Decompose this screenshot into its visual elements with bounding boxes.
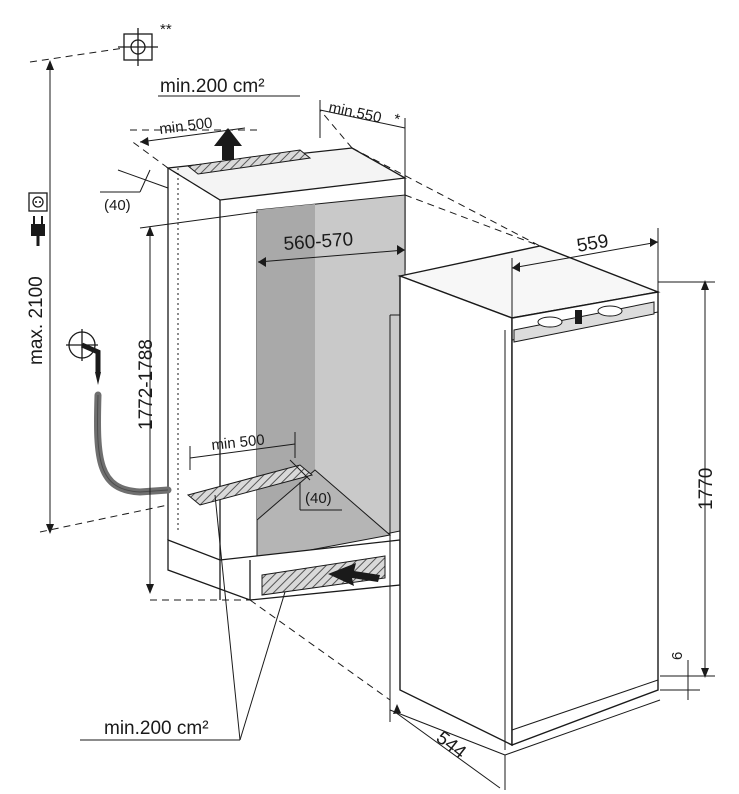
label-appliance-gap: 6 [669,652,686,660]
label-niche-width: 560-570 [283,229,354,255]
label-appliance-width: 559 [575,231,610,257]
label-bottom-offset: (40) [305,490,332,507]
appliance [389,245,661,756]
water-hose [94,391,172,496]
label-appliance-depth: 544 [432,727,470,763]
label-niche-height: 1772-1788 [136,339,157,430]
label-niche-depth: min.550 [327,99,383,127]
arrow-left-icon [328,563,380,586]
arrow-up-icon [214,128,242,160]
label-max-socket-height: max. 2100 [26,276,47,365]
label-top-vent-depth: min.500 [158,115,213,138]
label-appliance-height: 1770 [696,468,717,510]
socket-position-icon [118,28,158,66]
plug-icon [31,216,45,246]
socket-mark: ** [160,21,172,38]
niche-cabinet [166,147,408,601]
top-vent [186,149,312,175]
water-connection-icon [66,329,101,385]
label-top-vent-area: min.200 cm² [160,76,265,97]
label-top-offset: (40) [104,197,131,214]
label-niche-depth-mark: * [392,111,401,129]
label-bottom-vent-area: min.200 cm² [104,718,209,739]
dimension-lines [46,60,715,790]
bottom-vent-rear [186,464,314,506]
label-bottom-vent-depth: min 500 [211,431,266,453]
guide-lines [29,47,541,701]
power-socket-icon [28,192,48,212]
